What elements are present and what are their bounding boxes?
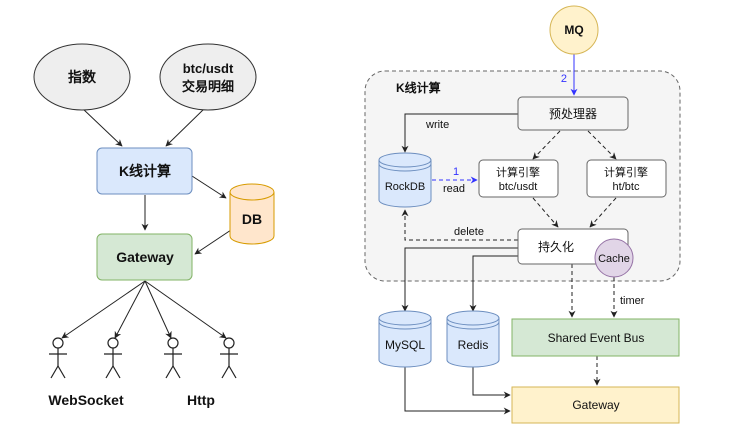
kline-node <box>96 147 193 195</box>
rocksdb-node <box>378 152 432 208</box>
preprocessor-node-label: 预处理器 <box>549 107 597 121</box>
engine1-node-label-line2: btc/usdt <box>499 181 538 193</box>
right-diagram: K线计算 MQ 2 预处理器 write <box>364 5 681 424</box>
edge-index-to-kline <box>81 107 123 147</box>
read-edge-label: 1 <box>453 166 459 178</box>
delete-label: delete <box>454 226 484 238</box>
redis-node-label: Redis <box>458 338 489 352</box>
edge-persist-to-mysql <box>401 247 518 312</box>
websocket-label: WebSocket <box>48 392 124 408</box>
engine2-node <box>586 159 667 198</box>
edge-persist-to-redis <box>469 255 518 312</box>
db-node-label: DB <box>242 211 262 227</box>
user-figure-3 <box>164 337 182 379</box>
trade-node-label-line1: btc/usdt <box>183 61 234 76</box>
mysql-node-label: MySQL <box>385 338 425 352</box>
read-label: read <box>443 183 465 195</box>
user-figure-1 <box>49 337 67 379</box>
kline-node-label: K线计算 <box>119 163 171 179</box>
event-bus-node <box>511 318 680 357</box>
gateway-node-right <box>511 386 680 424</box>
gateway-node-left <box>96 233 193 281</box>
index-node-label: 指数 <box>68 69 97 85</box>
user-figure-4 <box>220 337 238 379</box>
edge-engine1-to-persist <box>532 197 559 228</box>
user-figures <box>49 337 238 379</box>
edge-trade-to-kline <box>165 107 206 147</box>
trade-node-label-line2: 交易明细 <box>182 79 234 94</box>
cache-node <box>594 238 634 278</box>
redis-node <box>446 310 500 368</box>
edge-gateway-to-user2 <box>114 280 146 339</box>
engine2-node-label-line2: ht/btc <box>613 181 640 193</box>
mysql-node <box>378 310 432 368</box>
mq-edge-label: 2 <box>561 73 567 85</box>
event-bus-node-label: Shared Event Bus <box>548 331 645 345</box>
mq-node <box>549 5 599 55</box>
left-edges <box>61 107 235 339</box>
edge-gateway-to-user4 <box>144 280 227 339</box>
engine2-node-label-line1: 计算引擎 <box>604 165 648 179</box>
edge-gateway-to-user1 <box>61 280 146 339</box>
edge-gateway-to-user3 <box>144 280 172 339</box>
edge-kline-to-db <box>191 175 227 199</box>
kline-group-title: K线计算 <box>396 80 441 95</box>
edge-preprocessor-write-rocksdb <box>401 113 518 153</box>
gateway-node-left-label: Gateway <box>116 249 174 265</box>
edge-persist-delete-rocksdb <box>401 209 518 241</box>
right-edges <box>401 54 618 415</box>
mq-node-label: MQ <box>564 23 583 37</box>
persist-node-label: 持久化 <box>538 239 574 254</box>
index-node <box>33 43 131 111</box>
engine1-node <box>478 159 559 198</box>
cache-node-label: Cache <box>598 253 630 265</box>
engine1-node-label-line1: 计算引擎 <box>496 165 540 179</box>
write-label: write <box>425 119 449 131</box>
edge-redis-to-gateway <box>472 366 511 399</box>
left-diagram: 指数 btc/usdt 交易明细 K线计算 DB Gateway <box>33 43 275 408</box>
user-figure-2 <box>104 337 122 379</box>
edge-db-to-gateway <box>194 227 235 255</box>
preprocessor-node <box>517 96 629 131</box>
trade-node <box>159 43 257 111</box>
rocksdb-node-label: RockDB <box>385 181 425 193</box>
edge-mysql-to-gateway <box>404 366 511 415</box>
gateway-node-right-label: Gateway <box>572 398 619 412</box>
http-label: Http <box>187 392 215 408</box>
db-node <box>229 183 275 245</box>
timer-label: timer <box>620 295 645 307</box>
